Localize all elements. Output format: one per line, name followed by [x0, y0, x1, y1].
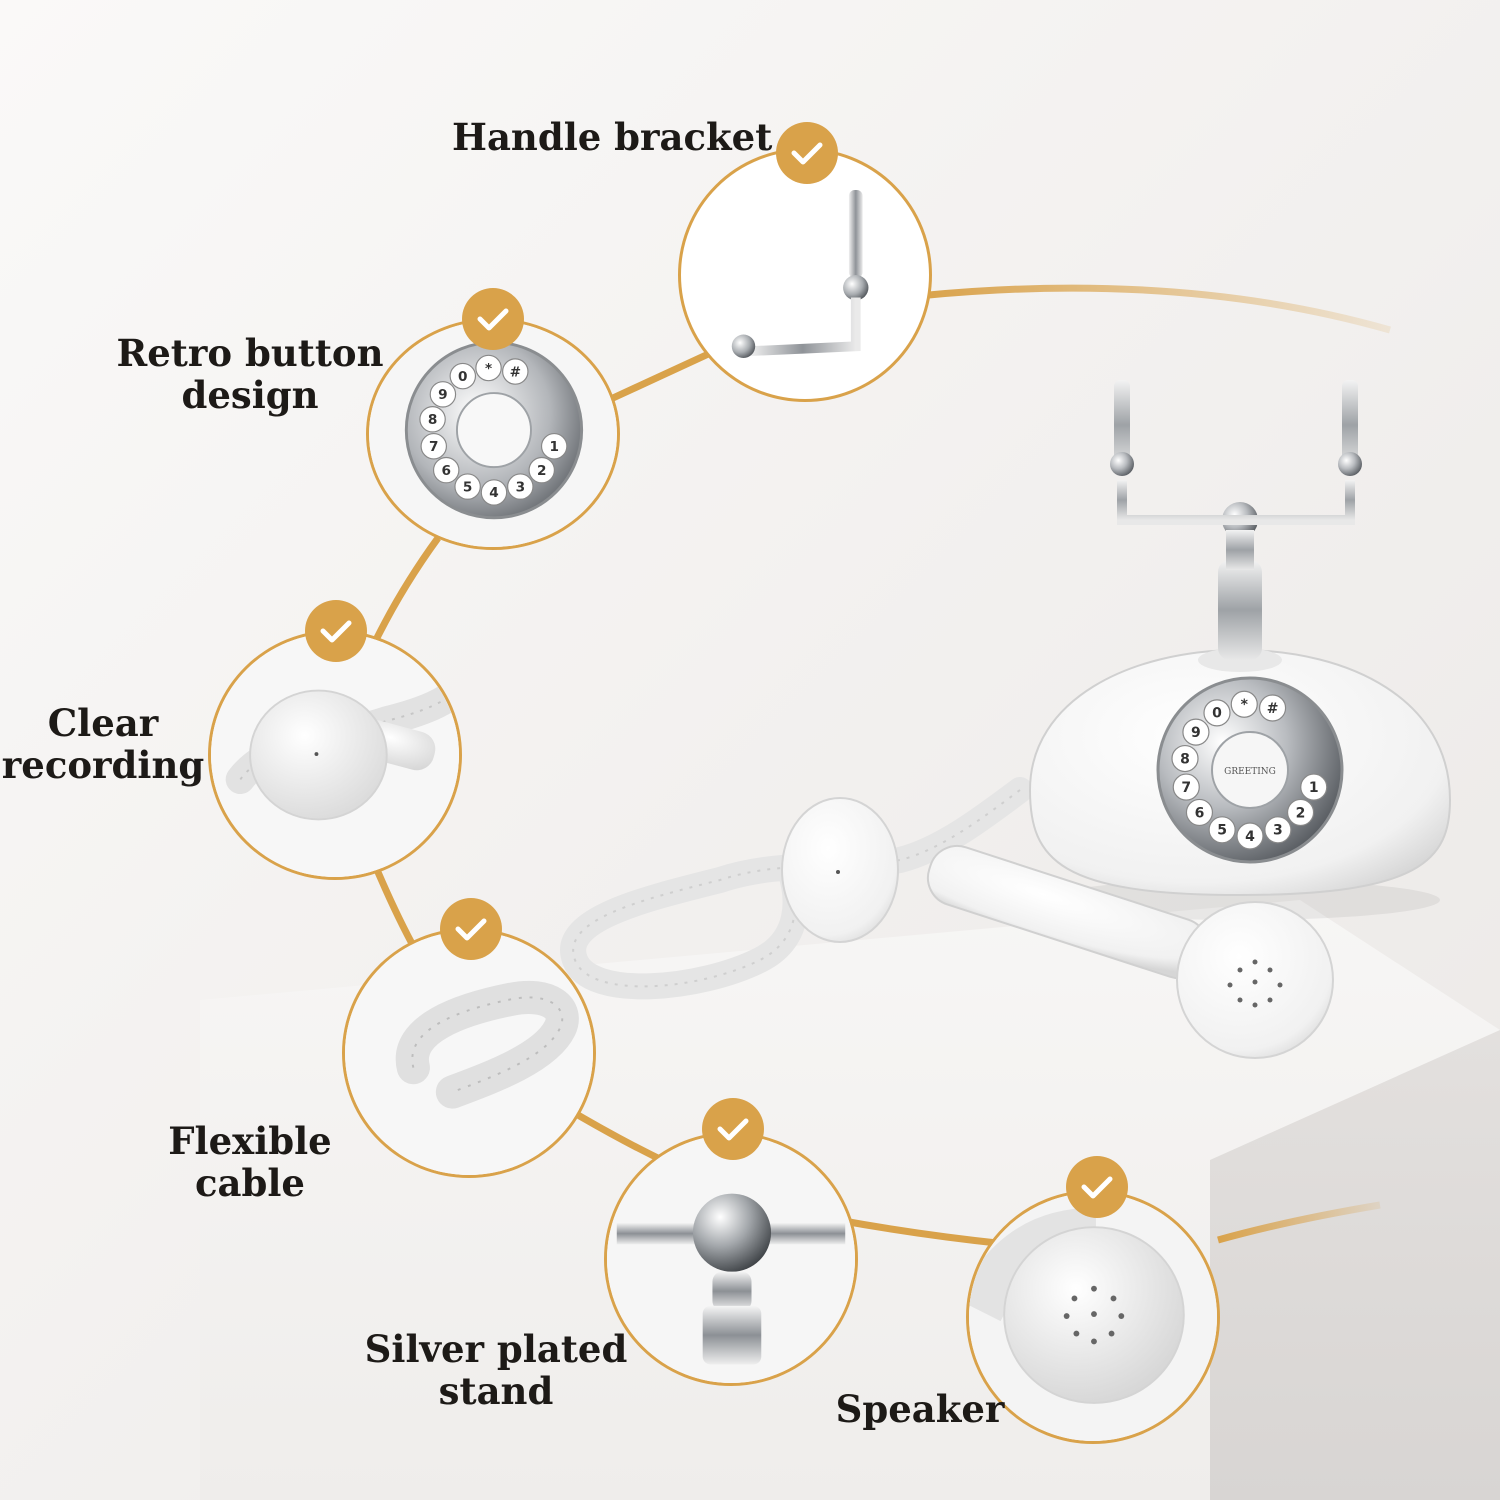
dial-digit-label: *: [1241, 697, 1249, 713]
dial-button-star: [1230, 690, 1258, 718]
feature-circle-flexible-cable: [342, 928, 596, 1178]
dial-button-hash: [1258, 694, 1287, 722]
dial-button-9: [429, 381, 457, 408]
dial-digit-label: 5: [463, 479, 472, 495]
dial-digit-label: 2: [537, 463, 546, 479]
dial-digit-label: *: [485, 361, 492, 377]
dial-button-0: [449, 362, 477, 390]
dial-digit-label: 4: [1245, 829, 1255, 845]
dial-button-2: [1286, 798, 1315, 827]
check-badge-silver-plated-stand: [702, 1098, 764, 1160]
label-silver-plated-stand: Silver plated stand: [364, 1327, 628, 1413]
dial-button-9: [1182, 718, 1210, 746]
speaker-holes: [1227, 959, 1283, 1008]
dial-digit-label: 9: [1191, 725, 1201, 741]
label-speaker: Speaker: [835, 1387, 1005, 1431]
check-icon: [717, 1118, 749, 1141]
dial-digit-label: 0: [1212, 706, 1222, 722]
check-icon: [320, 620, 352, 643]
dial-button-8: [1171, 744, 1199, 773]
dial-digit-label: 2: [1296, 805, 1306, 821]
dial-button-2: [528, 456, 555, 484]
dial-digit-label: 6: [1195, 805, 1205, 821]
dial-button-1: [1300, 773, 1328, 801]
dial-digit-label: 9: [438, 387, 447, 403]
check-icon: [791, 142, 823, 165]
dial-buttons: 123 4 567 890 * #: [1171, 690, 1328, 850]
dial-button-1: [540, 432, 568, 460]
dial-digit-label: 0: [458, 369, 467, 385]
dial-button-6: [432, 456, 460, 484]
dial-digit-label: 3: [1273, 823, 1283, 839]
dial-button-3: [507, 473, 534, 500]
check-badge-clear-recording: [305, 600, 367, 662]
coiled-cord: [560, 777, 1033, 1000]
dial-digit-label: 1: [549, 439, 558, 455]
dial-digit-label: #: [510, 364, 521, 380]
dial-button-star: [475, 354, 502, 382]
check-icon: [1081, 1176, 1113, 1199]
check-icon: [455, 918, 487, 941]
dial-digit-label: 8: [428, 412, 437, 428]
dial-digit-label: 1: [1309, 780, 1319, 796]
dial-digit-label: 7: [1181, 780, 1191, 796]
dial-button-5: [1208, 816, 1236, 844]
check-badge-retro-button-design: [462, 288, 524, 350]
label-clear-recording: Clear recording: [1, 701, 205, 787]
dial-button-5: [454, 473, 481, 500]
dial-digit-label: 8: [1180, 751, 1190, 767]
dial-button-3: [1264, 816, 1292, 844]
dial-button-0: [1203, 699, 1231, 727]
check-badge-handle-bracket: [776, 122, 838, 184]
label-handle-bracket: Handle bracket: [452, 115, 773, 159]
dial-center-text: GREETING: [1224, 767, 1276, 777]
dial-digit-label: 7: [429, 439, 438, 455]
dial-digit-label: 5: [1217, 823, 1227, 839]
check-badge-flexible-cable: [440, 898, 502, 960]
feature-circle-speaker: [966, 1190, 1220, 1444]
dial-button-4: [1236, 822, 1264, 850]
dial-button-7: [420, 432, 448, 460]
label-flexible-cable: Flexible cable: [168, 1119, 332, 1205]
dial-button-4: [480, 479, 508, 506]
feature-circle-handle-bracket: [678, 148, 932, 402]
dial-digit-label: 3: [516, 479, 525, 495]
feature-circle-clear-recording: [208, 630, 462, 880]
feature-circle-silver-plated-stand: [604, 1132, 858, 1386]
check-icon: [477, 308, 509, 331]
label-retro-button-design: Retro button design: [116, 331, 384, 417]
dial-digit-label: 6: [441, 463, 450, 479]
dial-button-7: [1172, 773, 1200, 801]
dial-button-8: [419, 406, 446, 433]
check-badge-speaker: [1066, 1156, 1128, 1218]
dial-button-6: [1185, 798, 1214, 827]
dial-digit-label: 4: [489, 485, 498, 501]
dial-button-hash: [502, 358, 529, 385]
dial-digit-label: #: [1267, 701, 1279, 717]
